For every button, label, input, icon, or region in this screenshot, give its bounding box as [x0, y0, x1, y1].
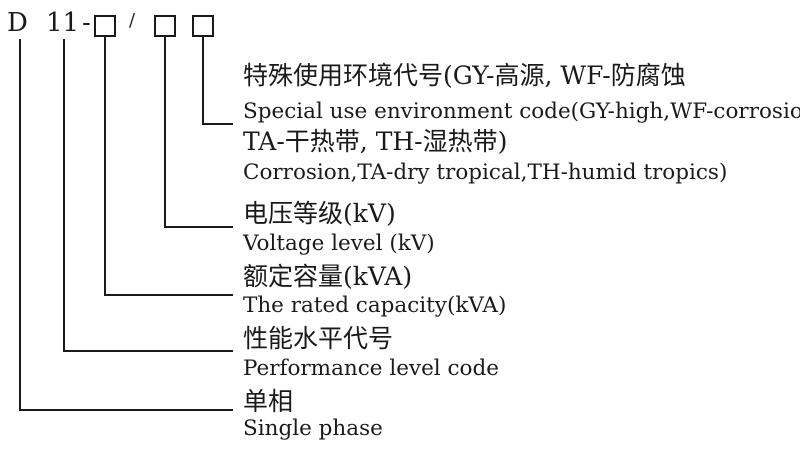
rated-capacity-label-en: The rated capacity(kVA) [243, 293, 507, 318]
performance-level-label-cn: 性能水平代号 [243, 324, 394, 353]
voltage-level-label-en: Voltage level (kV) [243, 231, 435, 256]
slash-separator: / [129, 10, 136, 31]
voltage-box [154, 15, 176, 37]
capacity-box [94, 15, 116, 37]
single-phase-label-cn: 单相 [243, 387, 294, 416]
rated-capacity-label-cn: 额定容量(kVA) [243, 262, 413, 291]
single-phase-label-en: Single phase [243, 416, 383, 441]
environment-connector [202, 37, 233, 125]
environment-code-label-cn: 特殊使用环境代号(GY-高源, WF-防腐蚀 [243, 61, 686, 90]
performance-level-label-en: Performance level code [243, 356, 499, 381]
environment-code-label-en-cont: Corrosion,TA-dry tropical,TH-humid tropi… [243, 160, 728, 185]
performance-connector [63, 39, 233, 352]
environment-box [192, 15, 214, 37]
dash-separator: - [82, 8, 91, 38]
capacity-connector [104, 37, 233, 296]
voltage-connector [164, 37, 233, 228]
environment-code-label-en: Special use environment code(GY-high,WF-… [243, 99, 800, 124]
environment-code-label-cn-cont: TA-干热带, TH-湿热带) [243, 127, 508, 156]
voltage-level-label-cn: 电压等级(kV) [243, 199, 396, 228]
model-prefix: D [7, 8, 28, 38]
single-phase-connector [19, 39, 233, 411]
performance-level-number: 11 [46, 8, 80, 38]
